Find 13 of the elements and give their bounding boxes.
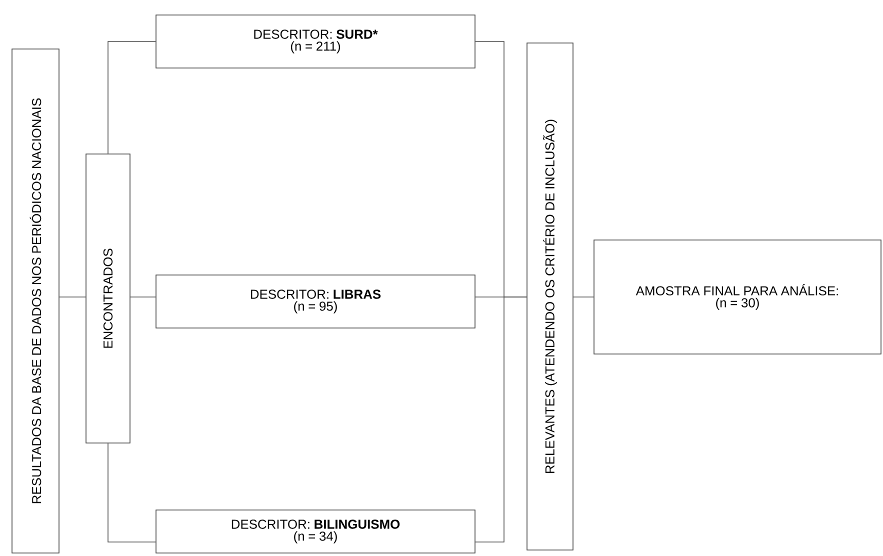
connector-line [108, 442, 156, 542]
process-box: RESULTADOS DA BASE DE DADOS NOS PERIÓDICOS NACIONAIS [12, 48, 60, 554]
connector-line [130, 296, 156, 298]
process-box: ENCONTRADOS [86, 154, 130, 444]
connector-line [108, 41, 156, 154]
process-box: DESCRITOR: LIBRAS (n = 95) [156, 274, 476, 328]
result-box: AMOSTRA FINAL PARA ANÁLISE: (n = 30) [594, 240, 882, 354]
connector-line [573, 296, 594, 298]
process-box: DESCRITOR: BILINGUISMO (n = 34) [156, 510, 476, 554]
connector-line [475, 296, 527, 542]
process-box: DESCRITOR: SURD* (n = 211) [156, 14, 476, 68]
connector-line [59, 296, 86, 298]
process-box: RELEVANTES (ATENDENDO OS CRITÉRIO DE INCLUSÃO) [526, 42, 574, 550]
